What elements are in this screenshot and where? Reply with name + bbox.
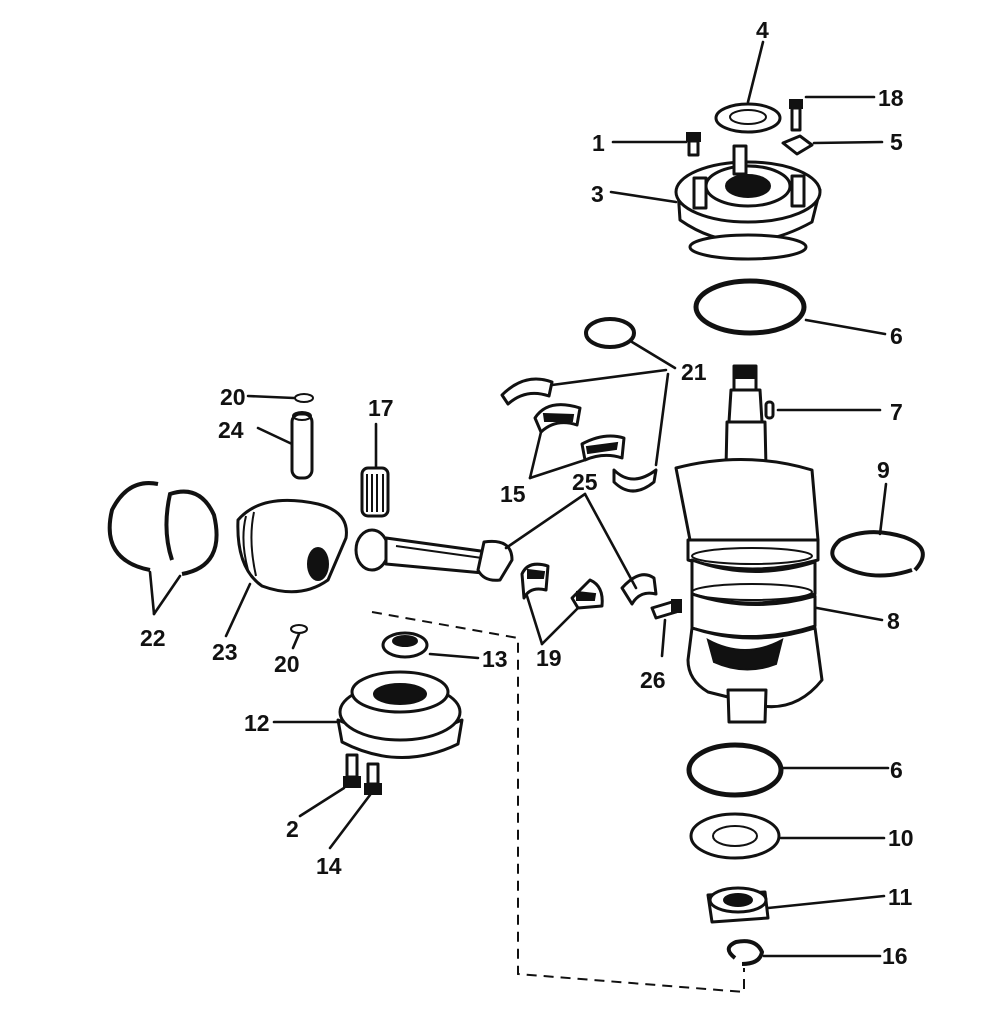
callout-8: 8 (887, 608, 900, 634)
upper-bearing-housing-part-3 (674, 144, 822, 261)
callout-7: 7 (890, 399, 903, 425)
callout-21: 21 (681, 359, 707, 385)
callout-20-bottom: 20 (274, 651, 300, 677)
screw-part-2 (343, 753, 361, 788)
callout-labels: 1 2 3 4 5 6 7 8 9 10 11 12 13 14 15 16 1… (140, 17, 914, 969)
bolt-part-1 (686, 132, 701, 157)
callout-6-upper: 6 (890, 323, 903, 349)
seal-ring-part-4 (714, 102, 782, 134)
seal-part-13 (381, 631, 429, 659)
callout-2: 2 (286, 816, 299, 842)
needle-bearing-half-part-19a (520, 562, 550, 600)
lower-bearing-housing-part-12 (336, 670, 464, 759)
bearing-cage-half-part-21a (500, 377, 554, 406)
assembly-dashed-line (371, 611, 745, 994)
gasket-plate-part-10 (689, 812, 781, 860)
callout-16: 16 (882, 943, 908, 969)
callout-13: 13 (482, 646, 508, 672)
clip-part-5 (781, 134, 814, 156)
key-part-7 (764, 400, 775, 420)
pin-retainer-part-20-bottom (290, 624, 308, 634)
callout-25: 25 (572, 469, 598, 495)
retainer-ring-part-21 (584, 317, 636, 349)
needle-bearing-part-17 (360, 466, 390, 518)
callout-11: 11 (888, 884, 913, 910)
pin-retainer-part-20-top (294, 393, 314, 403)
callout-9: 9 (877, 457, 890, 483)
o-ring-part-6-lower (686, 742, 784, 798)
callout-1: 1 (592, 130, 605, 156)
callout-15: 15 (500, 481, 526, 507)
callout-24: 24 (218, 417, 244, 443)
needle-bearing-half-part-15a (533, 403, 582, 434)
callout-14: 14 (316, 853, 342, 879)
needle-bearing-half-part-19b (570, 578, 604, 610)
connecting-rod (354, 528, 514, 582)
callout-26: 26 (640, 667, 666, 693)
callout-18: 18 (878, 85, 904, 111)
needle-bearing-half-part-15b (580, 434, 626, 462)
callout-6-lower: 6 (890, 757, 903, 783)
piston-part-23 (236, 498, 348, 594)
snap-ring-part-16 (726, 939, 765, 966)
screw-part-26 (650, 599, 682, 620)
rod-cap-part-25 (620, 573, 658, 606)
piston-ring-part-22b (164, 489, 219, 576)
callout-19: 19 (536, 645, 562, 671)
callout-3: 3 (591, 181, 604, 207)
callout-20-top: 20 (220, 384, 246, 410)
callout-17: 17 (368, 395, 394, 421)
o-ring-part-6-upper (693, 278, 807, 336)
screw-part-14 (364, 762, 382, 795)
bearing-cage-half-part-21b (612, 468, 658, 493)
callout-12: 12 (244, 710, 270, 736)
callout-5: 5 (890, 129, 903, 155)
piston-ring-part-22a (107, 481, 159, 572)
crankshaft-part-8 (674, 364, 824, 724)
callout-4: 4 (756, 17, 769, 43)
ball-bearing-part-11 (706, 886, 770, 924)
callout-23: 23 (212, 639, 238, 665)
screw-part-18 (789, 99, 803, 132)
callout-22: 22 (140, 625, 166, 651)
piston-pin-part-24 (290, 411, 314, 480)
callout-10: 10 (888, 825, 914, 851)
leader-lines (148, 40, 890, 958)
retaining-ring-part-9 (830, 530, 925, 578)
